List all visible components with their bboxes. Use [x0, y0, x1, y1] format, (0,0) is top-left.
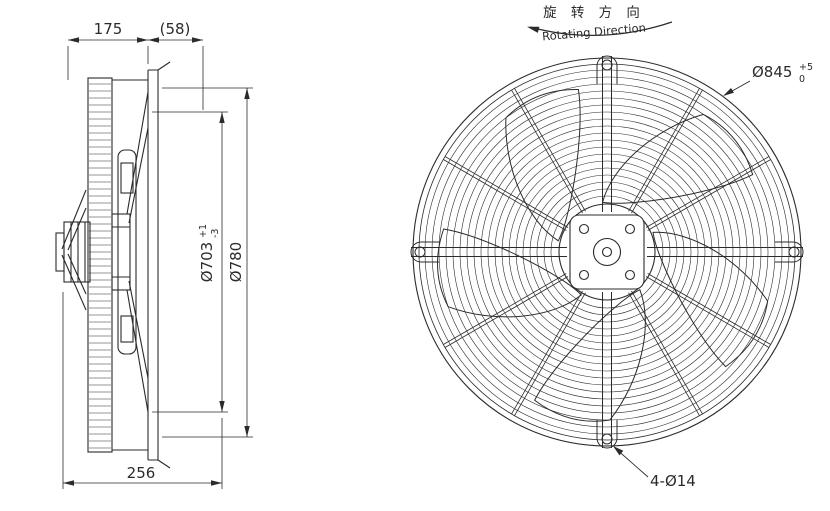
dim-845-tol-lower: 0: [799, 74, 805, 85]
arrowhead: [148, 37, 159, 43]
shaft-center: [601, 246, 613, 258]
guard-wire-spokes: [443, 88, 771, 416]
arrowhead: [63, 480, 74, 486]
dim-780-label: Ø780: [227, 242, 245, 282]
side-view: [55, 61, 171, 469]
arrowhead: [244, 88, 250, 99]
dim-703-tol-upper: +1: [198, 224, 209, 238]
arrowhead: [68, 37, 79, 43]
dim-703-tol-lower: -3: [210, 229, 221, 238]
impeller-stack: [87, 77, 113, 453]
arrowhead: [211, 480, 222, 486]
shaft-bore: [592, 237, 622, 267]
front-view: [410, 55, 804, 449]
bolt-hole: [578, 223, 590, 235]
frame-lines: [112, 79, 148, 451]
bolt-hole: [578, 269, 590, 281]
arrowhead: [219, 112, 225, 123]
guard-outer-rim: [412, 57, 802, 447]
dim-780-value: Ø780: [227, 242, 245, 282]
arrowhead: [192, 37, 203, 43]
hub-side: [111, 213, 131, 291]
dim-703-label: Ø703 +1 -3: [198, 224, 221, 282]
dim-845-tol-upper: +5: [799, 62, 813, 73]
arrowhead: [137, 37, 148, 43]
bolt-hole: [624, 223, 636, 235]
hub-bolt-holes: [578, 223, 636, 281]
arrowhead: [244, 426, 250, 437]
leader-845-arrowhead: [723, 88, 734, 96]
mounting-brackets: [410, 55, 804, 449]
guard-spokes-side: [126, 91, 149, 413]
hub-circle: [558, 203, 656, 301]
dimension-arrowheads: [63, 37, 250, 486]
dim-845-label: Ø845: [752, 63, 792, 81]
dim-58-label: (58): [160, 20, 191, 38]
dim-175-label: 175: [94, 20, 123, 38]
side-view-dimension-lines: [62, 39, 253, 489]
dim-703-value: Ø703: [198, 242, 216, 282]
motor: [55, 221, 91, 283]
wall-ring-plate: [147, 61, 171, 469]
rotation-arrow-head-icon: [527, 26, 540, 33]
extension-lines: [62, 46, 253, 489]
bolt-hole: [624, 269, 636, 281]
arrowhead: [219, 401, 225, 412]
leader-4x14-arrowhead: [613, 446, 624, 456]
dim-4x14-label: 4-Ø14: [650, 472, 696, 490]
guard-outer-rim-inner: [418, 63, 796, 441]
hub-plate: [569, 214, 645, 290]
spinner-cone-lines: [61, 189, 87, 311]
dimension-lines: [63, 39, 248, 484]
dim-256-label: 256: [127, 464, 156, 482]
rotation-direction-arrow: [529, 21, 673, 36]
rotating-direction-zh: 旋 转 方 向: [543, 5, 645, 21]
impeller-blade-edges: [89, 83, 111, 449]
